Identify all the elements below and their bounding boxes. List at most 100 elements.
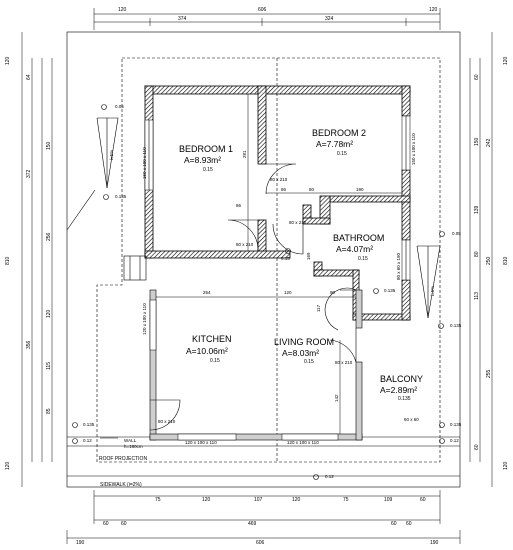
svg-text:0.135: 0.135 (398, 396, 411, 402)
bottom-dimensions: 75 120 107 120 75 109 60 60 60 469 60 60… (66, 490, 461, 546)
svg-text:0.12: 0.12 (83, 438, 92, 443)
svg-text:80 x 210: 80 x 210 (270, 177, 288, 182)
svg-text:90: 90 (330, 290, 336, 295)
svg-text:120 x 100 x 110: 120 x 100 x 110 (185, 440, 217, 445)
svg-text:0.15: 0.15 (358, 256, 368, 262)
svg-text:0.05: 0.05 (452, 231, 461, 236)
opening-labels: 80 x 210 80 x 210 80 x 210 80 x 210 80 x… (142, 133, 419, 445)
svg-text:85: 85 (46, 408, 52, 414)
slope-marker-right: i=5% (416, 245, 441, 319)
svg-text:86: 86 (281, 187, 287, 192)
svg-text:117: 117 (316, 304, 321, 312)
roof-projection-outline (96, 57, 441, 463)
svg-text:75: 75 (343, 497, 349, 503)
svg-text:606: 606 (258, 7, 267, 13)
svg-text:0.15: 0.15 (281, 256, 290, 261)
svg-text:190: 190 (356, 187, 364, 192)
svg-text:80: 80 (474, 251, 480, 257)
svg-text:BEDROOM 2: BEDROOM 2 (312, 128, 366, 138)
svg-text:BATHROOM: BATHROOM (333, 233, 384, 243)
svg-text:60: 60 (474, 444, 480, 450)
svg-text:A=8.03m²: A=8.03m² (282, 348, 319, 358)
svg-text:115: 115 (46, 362, 52, 370)
site-boundary (66, 31, 461, 488)
level-markers: 0.05 0.05 0.135 0.135 0.135 0.135 0.135 … (72, 104, 462, 480)
svg-text:120: 120 (202, 497, 211, 503)
right-dimensions: 120 60 150 242 139 80 250 113 255 120 81… (469, 32, 509, 487)
svg-text:190: 190 (76, 540, 85, 546)
svg-text:150 x 100 x 110: 150 x 100 x 110 (411, 133, 416, 165)
svg-text:120: 120 (5, 461, 11, 470)
svg-text:0.05: 0.05 (115, 104, 124, 109)
svg-text:75: 75 (155, 497, 161, 503)
svg-text:242: 242 (486, 138, 492, 147)
svg-text:120: 120 (118, 7, 127, 13)
door-swings (149, 163, 357, 431)
svg-text:120: 120 (503, 461, 509, 470)
svg-text:60: 60 (420, 497, 426, 503)
svg-text:0.15: 0.15 (304, 359, 314, 365)
room-bedroom2: BEDROOM 2 A=7.78m² 0.15 (312, 128, 366, 157)
room-bedroom1: BEDROOM 1 A=8.93m² 0.15 (179, 144, 233, 173)
svg-text:60: 60 (474, 74, 480, 80)
svg-text:324: 324 (325, 16, 334, 22)
left-dimensions: 120 64 150 372 256 120 115 356 85 810 12… (5, 32, 53, 487)
svg-text:60: 60 (406, 521, 412, 527)
svg-text:86: 86 (236, 203, 242, 208)
walls (144, 85, 411, 441)
svg-text:120: 120 (46, 309, 52, 318)
svg-text:WALL: WALL (124, 438, 137, 443)
svg-text:120 x 100 x 110: 120 x 100 x 110 (287, 440, 319, 445)
svg-text:60 x 60: 60 x 60 (404, 417, 419, 422)
svg-text:A=8.93m²: A=8.93m² (184, 155, 221, 165)
svg-text:64: 64 (26, 74, 32, 80)
svg-text:80: 80 (309, 187, 315, 192)
inner-dimension-texts: 254 120 90 190 86 86 281 169 117 142 80 (203, 150, 364, 402)
svg-text:i=5%: i=5% (109, 150, 114, 160)
room-bathroom: BATHROOM A=4.07m² 0.15 (333, 233, 384, 262)
room-balcony: BALCONY A=2.89m² 0.135 (380, 374, 423, 402)
room-living: LIVING ROOM A=8.03m² 0.15 (274, 337, 334, 365)
svg-text:120 x 100 x 110: 120 x 100 x 110 (142, 303, 147, 335)
svg-text:469: 469 (248, 521, 257, 527)
svg-text:142: 142 (334, 394, 339, 402)
svg-text:120: 120 (503, 56, 509, 65)
inner-dimension-lines (156, 94, 402, 434)
svg-text:107: 107 (254, 497, 263, 503)
svg-text:BEDROOM 1: BEDROOM 1 (179, 144, 233, 154)
svg-text:120: 120 (284, 290, 292, 295)
svg-text:190: 190 (430, 540, 439, 546)
svg-text:150 x 100 x 110: 150 x 100 x 110 (142, 147, 147, 179)
svg-text:606: 606 (256, 540, 265, 546)
roof-projection-label: ROOF PROJECTION (99, 456, 147, 462)
svg-text:250: 250 (486, 256, 492, 265)
kitchen-niche (123, 255, 147, 281)
svg-text:0.135: 0.135 (450, 422, 462, 427)
svg-text:150: 150 (474, 137, 480, 146)
svg-text:A=4.07m²: A=4.07m² (336, 244, 373, 254)
svg-text:254: 254 (203, 290, 211, 295)
svg-text:120: 120 (5, 56, 11, 65)
svg-text:0.12: 0.12 (450, 438, 459, 443)
wall-note: WALL h=180cm (100, 437, 143, 449)
chamfer-outline (66, 189, 96, 231)
svg-text:BALCONY: BALCONY (380, 374, 423, 384)
svg-text:80 x 210: 80 x 210 (236, 242, 254, 247)
svg-text:0.135: 0.135 (450, 323, 462, 328)
svg-text:60: 60 (121, 521, 127, 527)
svg-text:80 x 210: 80 x 210 (289, 220, 307, 225)
window-kitchen-front (177, 433, 237, 441)
svg-text:281: 281 (242, 150, 247, 158)
svg-text:80 x 60 x 150: 80 x 60 x 150 (396, 252, 401, 280)
svg-text:139: 139 (474, 205, 480, 214)
svg-text:0.135: 0.135 (115, 194, 127, 199)
svg-text:120: 120 (292, 497, 301, 503)
sidewalk-label: SIDEWALK (i=2%) (100, 482, 142, 488)
svg-text:374: 374 (178, 16, 187, 22)
svg-text:150: 150 (46, 141, 52, 150)
svg-text:A=10.06m²: A=10.06m² (186, 346, 228, 356)
svg-text:256: 256 (46, 232, 52, 241)
svg-text:113: 113 (474, 292, 480, 300)
svg-text:120: 120 (429, 7, 438, 13)
